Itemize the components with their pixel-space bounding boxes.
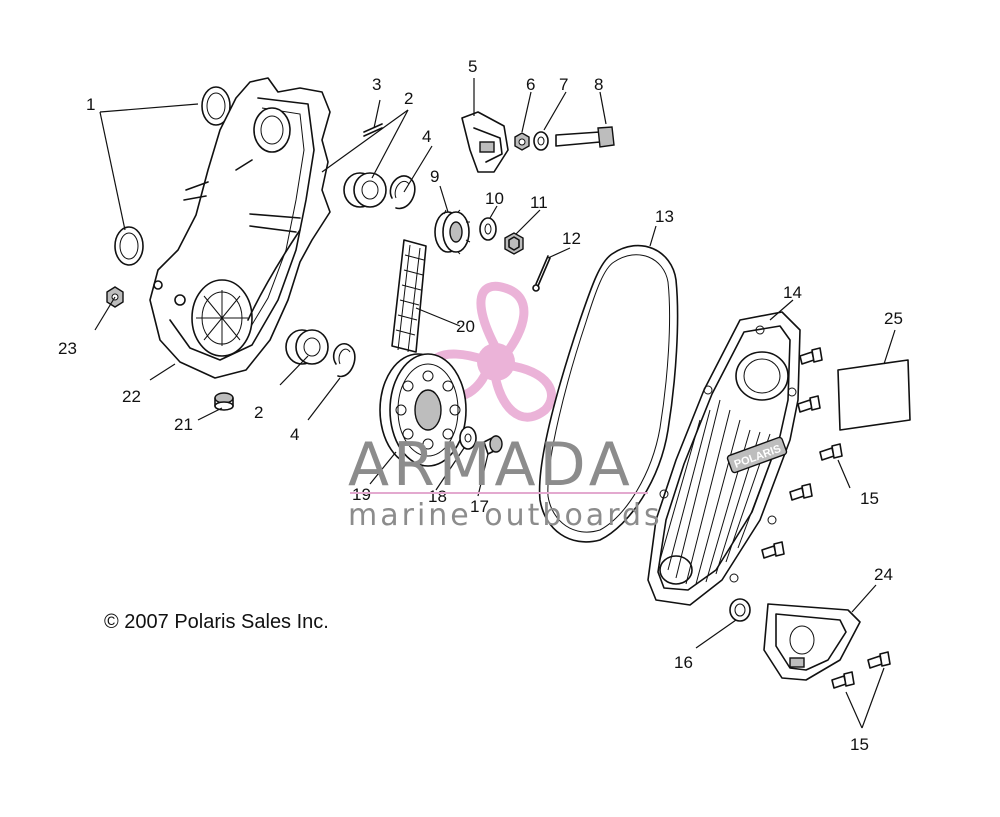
part-washer-sprocket	[479, 217, 497, 241]
part-cotter-pin	[532, 255, 551, 292]
part-cover-seal	[729, 598, 751, 622]
part-washer-driven	[459, 426, 477, 450]
callout-3: 3	[372, 75, 381, 94]
callout-1: 1	[86, 95, 95, 114]
callout-9: 9	[430, 167, 439, 186]
part-mount-bracket	[763, 603, 861, 681]
callout-14: 14	[783, 283, 802, 302]
part-seal-lower	[114, 226, 144, 266]
callout-4-lower: 4	[290, 425, 299, 444]
callout-22: 22	[122, 387, 141, 406]
part-nut-tensioner	[514, 132, 530, 151]
leader-lines	[94, 78, 896, 729]
callout-24: 24	[874, 565, 893, 584]
part-bearing-upper	[343, 172, 387, 208]
callout-15-upper: 15	[860, 489, 879, 508]
part-snap-ring-lower	[332, 342, 356, 378]
callout-17: 17	[470, 497, 489, 516]
callout-25: 25	[884, 309, 903, 328]
part-drain-plug	[214, 392, 234, 411]
callout-6: 6	[526, 75, 535, 94]
part-tensioner-block	[461, 111, 509, 173]
part-pin	[363, 123, 383, 137]
callout-16: 16	[674, 653, 693, 672]
part-bearing-lower	[285, 329, 329, 365]
copyright-notice: © 2007 Polaris Sales Inc.	[104, 611, 329, 633]
callout-7: 7	[559, 75, 568, 94]
callout-21: 21	[174, 415, 193, 434]
part-decal-sheet	[837, 359, 911, 431]
callout-23: 23	[58, 339, 77, 358]
part-seal-upper	[201, 86, 231, 126]
callout-4-upper: 4	[422, 127, 431, 146]
callout-8: 8	[594, 75, 603, 94]
watermark-brand: ARMADA	[348, 430, 634, 500]
callout-12: 12	[562, 229, 581, 248]
callout-11: 11	[530, 193, 548, 212]
part-driven-sprocket	[379, 353, 467, 467]
callout-18: 18	[428, 487, 447, 506]
part-washer-tensioner	[533, 131, 549, 151]
callout-10: 10	[485, 189, 504, 208]
watermark-rule	[350, 492, 648, 494]
callout-2-upper: 2	[404, 89, 413, 108]
part-chaincase-cover: POLARIS	[647, 311, 801, 606]
part-gasket	[538, 244, 679, 543]
part-drive-chain	[391, 239, 427, 353]
callout-5: 5	[468, 57, 477, 76]
part-chaincase-housing	[149, 77, 331, 379]
part-bolt-driven	[483, 435, 503, 455]
callout-19: 19	[352, 485, 371, 504]
part-nut-sprocket	[504, 232, 524, 255]
part-cover-bolts	[761, 347, 891, 689]
part-drive-sprocket	[434, 209, 471, 255]
watermark-tagline: marine outboards	[348, 498, 663, 533]
callout-13: 13	[655, 207, 674, 226]
callout-numbers: 1 3 2 4 5 6 7 8 9 10 11 12 13 14 25 20 2…	[58, 57, 903, 754]
callout-15-lower: 15	[850, 735, 869, 754]
callout-2-lower: 2	[254, 403, 263, 422]
part-bolt-long	[555, 126, 615, 148]
callout-20: 20	[456, 317, 475, 336]
